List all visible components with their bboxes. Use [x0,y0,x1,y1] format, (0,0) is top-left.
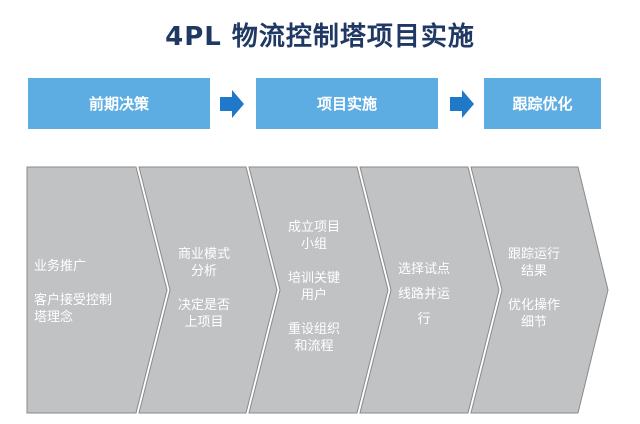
diagram-title: 4PL 物流控制塔项目实施 [165,22,475,52]
phase-box-tracking: 跟踪优化 [484,78,601,129]
chevron-step-1 [26,166,168,414]
right-arrow-icon [220,90,244,118]
step-line: 商业模式分析 [177,247,230,279]
chevron-step-5 [470,166,609,414]
step-line: 跟踪运行结果 [507,247,560,279]
step-5-text: 跟踪运行结果 优化操作细节 [507,246,561,331]
phase-box-pre-decision: 前期决策 [28,78,210,129]
step-line: 重设组织和流程 [287,322,340,354]
right-arrow-icon [450,90,474,118]
step-4-text: 选择试点线路并运行 [397,257,451,332]
phase-box-implementation: 项目实施 [256,78,438,129]
step-1-text: 业务推广 客户接受控制塔理念 [34,258,124,326]
chevron-step-2 [138,166,278,414]
step-line: 业务推广 [34,259,87,274]
step-line: 客户接受控制塔理念 [34,293,113,325]
step-2-text: 商业模式分析 决定是否上项目 [177,246,231,331]
chevron-step-3 [248,166,389,414]
step-3-text: 成立项目小组 培训关键用户 重设组织和流程 [287,219,341,355]
step-line: 优化操作细节 [507,298,560,330]
step-line: 成立项目小组 [287,220,340,252]
step-line: 选择试点线路并运行 [397,262,450,327]
step-line: 培训关键用户 [287,271,340,303]
chevron-step-4 [359,166,500,414]
step-line: 决定是否上项目 [177,298,230,330]
